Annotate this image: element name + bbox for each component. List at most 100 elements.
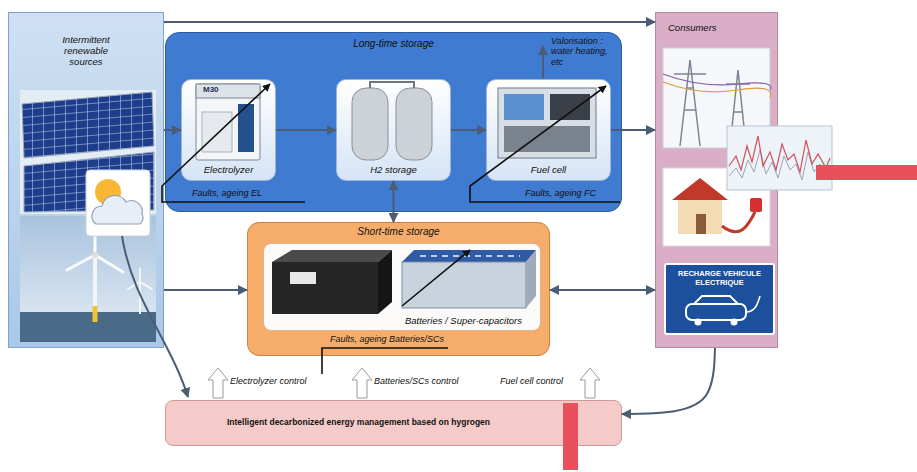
forecast-arrow bbox=[122, 236, 188, 397]
cell-tops bbox=[420, 255, 520, 257]
flow-arrow bbox=[164, 129, 181, 131]
control-arrows bbox=[208, 368, 600, 398]
fault-line bbox=[162, 84, 305, 202]
electrolyzer-unit bbox=[196, 84, 260, 160]
battery-side bbox=[378, 250, 392, 314]
node-label: Batteries / Super-capacitors bbox=[405, 316, 522, 327]
cabinet-door bbox=[202, 112, 232, 152]
car-roof bbox=[694, 296, 738, 304]
wind-turbines bbox=[20, 216, 156, 342]
flow-arrow bbox=[164, 289, 247, 291]
turbine-tower bbox=[139, 282, 141, 314]
consumer-panel: ConsumersRECHARGE VEHICULE ELECTRIQUE bbox=[655, 12, 778, 348]
ev-charging-icon bbox=[686, 296, 760, 326]
wheel bbox=[731, 319, 738, 326]
tank bbox=[396, 88, 432, 160]
node-label: Intermittent renewable sources bbox=[49, 35, 123, 68]
battery-sticker bbox=[290, 272, 316, 284]
wall bbox=[678, 200, 722, 234]
cabinet-panel bbox=[238, 104, 254, 152]
fault-line bbox=[470, 86, 620, 202]
cable bbox=[722, 212, 755, 232]
turbine-tower bbox=[93, 255, 97, 322]
device-marking: M30 bbox=[203, 85, 219, 94]
fault-line bbox=[402, 250, 470, 306]
node-label: Short-time storage bbox=[357, 226, 439, 238]
battery-front bbox=[272, 262, 378, 314]
node-label: Fuel cell bbox=[531, 165, 566, 176]
node-label: Long-time storage bbox=[353, 38, 434, 50]
picture-ground bbox=[663, 48, 770, 148]
source-panel: Intermittent renewable sources bbox=[8, 12, 164, 348]
solar-ground bbox=[20, 90, 156, 214]
sea bbox=[20, 312, 156, 342]
turbine-hub bbox=[92, 252, 98, 258]
wire bbox=[663, 82, 771, 98]
turbine-base bbox=[93, 306, 98, 322]
pylon bbox=[674, 60, 706, 146]
car-body bbox=[686, 304, 746, 320]
charge-cable bbox=[746, 296, 760, 312]
flow-arrow bbox=[393, 181, 395, 222]
weather-icon bbox=[86, 170, 150, 236]
turbine-blades bbox=[128, 268, 152, 289]
battery-top bbox=[272, 250, 392, 262]
stack bbox=[504, 126, 590, 152]
process-box: Electrolyzer bbox=[181, 79, 276, 181]
hollow-arrow bbox=[352, 368, 372, 398]
supercapacitor-module bbox=[402, 250, 536, 308]
price-chart bbox=[727, 126, 832, 190]
flow-arrow bbox=[611, 129, 655, 131]
node-label: Electrolyzer bbox=[204, 165, 254, 176]
annotation: Faults, ageing FC bbox=[525, 188, 596, 198]
flow-arrow bbox=[550, 289, 655, 291]
turbine-blades bbox=[67, 224, 123, 272]
process-box: Batteries / Super-capacitors bbox=[263, 243, 541, 331]
node-label: RECHARGE VEHICULE ELECTRIQUE bbox=[668, 270, 771, 287]
cabinet bbox=[196, 84, 260, 160]
control-label: Fuel cell control bbox=[500, 376, 563, 386]
chart-line bbox=[729, 136, 830, 172]
screen bbox=[504, 94, 544, 120]
control-label: Electrolyzer control bbox=[230, 376, 307, 386]
door bbox=[696, 214, 706, 234]
pipe bbox=[370, 82, 414, 88]
sky bbox=[20, 216, 156, 342]
ev-sign: RECHARGE VEHICULE ELECTRIQUE bbox=[664, 263, 775, 335]
flow-arrow bbox=[164, 21, 655, 23]
solar-panel bbox=[22, 92, 154, 158]
process-box: Fuel cell bbox=[486, 79, 611, 181]
module-front bbox=[402, 262, 526, 308]
solar-panel bbox=[24, 152, 154, 212]
control-box: Intelligent decarbonized energy manageme… bbox=[165, 400, 622, 446]
wheel bbox=[695, 319, 702, 326]
icon-ground bbox=[86, 170, 150, 236]
hollow-arrow bbox=[580, 368, 600, 398]
plug bbox=[750, 198, 762, 212]
hydrogen-tanks bbox=[352, 82, 432, 160]
cloud bbox=[92, 196, 143, 224]
cabinet-top bbox=[196, 84, 260, 98]
picture-ground bbox=[663, 168, 770, 246]
process-box: H2 storage bbox=[336, 79, 451, 181]
fuel-cell-bench bbox=[498, 88, 596, 158]
annotation: Faults, ageing Batteries/SCs bbox=[330, 334, 444, 344]
screen bbox=[550, 94, 590, 120]
power-lines bbox=[663, 48, 771, 148]
roof bbox=[672, 178, 728, 200]
annotation: Valorisation : water heating, etc bbox=[551, 36, 621, 67]
bench bbox=[498, 88, 596, 158]
pylon bbox=[726, 70, 750, 146]
fault-line bbox=[322, 348, 448, 374]
flow-arrow bbox=[276, 129, 336, 131]
wire bbox=[663, 74, 771, 90]
node-label: Intelligent decarbonized energy manageme… bbox=[227, 418, 490, 428]
chart-line bbox=[729, 150, 830, 180]
hollow-arrow bbox=[208, 368, 228, 398]
red-bar bbox=[816, 165, 917, 180]
flow-arrow bbox=[622, 348, 715, 414]
battery-pack bbox=[272, 250, 392, 314]
control-label: Batteries/SCs control bbox=[374, 376, 459, 386]
